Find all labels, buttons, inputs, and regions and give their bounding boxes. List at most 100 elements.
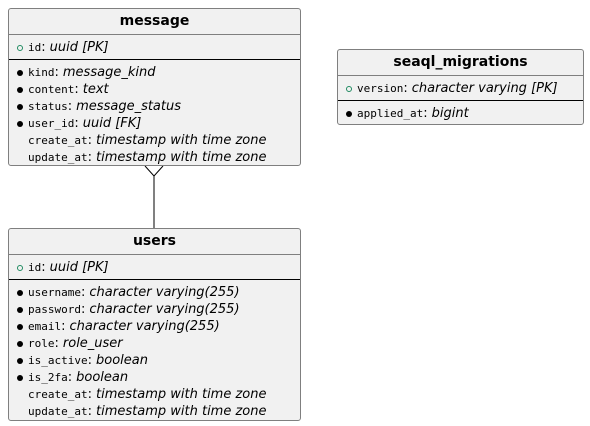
mandatory-field-marker-icon bbox=[15, 304, 26, 315]
entity-users[interactable]: users id:uuid [PK] username:character va… bbox=[8, 228, 301, 421]
crows-foot-many-marker bbox=[144, 165, 164, 177]
field-name: status bbox=[28, 100, 68, 113]
mandatory-field-marker-icon bbox=[15, 355, 26, 366]
field-type: uuid [FK] bbox=[82, 116, 142, 131]
field-separator: : bbox=[80, 302, 86, 317]
field-type: timestamp with time zone bbox=[96, 133, 267, 148]
field-separator: : bbox=[67, 99, 73, 114]
field-separator: : bbox=[423, 106, 428, 121]
mandatory-field-marker-icon bbox=[15, 84, 26, 95]
field-type: uuid [PK] bbox=[49, 260, 109, 275]
field-type: message_kind bbox=[62, 65, 156, 80]
field-separator: : bbox=[67, 370, 73, 385]
field-type: timestamp with time zone bbox=[96, 387, 267, 402]
field-type: uuid [PK] bbox=[49, 40, 109, 55]
field-type: timestamp with time zone bbox=[96, 150, 267, 165]
blank-marker bbox=[15, 389, 26, 400]
field-separator: : bbox=[87, 133, 92, 148]
field-type: message_status bbox=[76, 99, 182, 114]
mandatory-field-marker-icon bbox=[344, 108, 355, 119]
field-separator: : bbox=[74, 116, 79, 131]
field-name: password bbox=[28, 303, 81, 316]
pk-field-row: id:uuid [PK] bbox=[15, 259, 300, 276]
field-name: create_at bbox=[28, 388, 88, 401]
field-type: boolean bbox=[96, 353, 148, 368]
field-row: is_active: boolean bbox=[15, 352, 300, 369]
field-separator: : bbox=[41, 260, 46, 275]
primary-key-marker-icon bbox=[344, 83, 355, 94]
field-section: username:character varying(255)password:… bbox=[9, 280, 300, 420]
field-type: text bbox=[82, 82, 109, 97]
field-separator: : bbox=[54, 336, 59, 351]
pk-section: id:uuid [PK] bbox=[9, 35, 300, 60]
field-name: create_at bbox=[28, 134, 88, 147]
field-name: id bbox=[28, 261, 42, 274]
entity-title: users bbox=[9, 229, 300, 255]
field-row: username:character varying(255) bbox=[15, 284, 300, 301]
field-row: user_id:uuid [FK] bbox=[15, 115, 300, 132]
field-row: create_at: timestamp with time zone bbox=[15, 132, 300, 149]
field-separator: : bbox=[54, 65, 59, 80]
field-name: content bbox=[28, 83, 75, 96]
field-type: character varying(255) bbox=[69, 319, 220, 334]
field-name: version bbox=[357, 82, 404, 95]
pk-section: version:character varying [PK] bbox=[338, 76, 583, 101]
primary-key-marker-icon bbox=[15, 262, 26, 273]
field-separator: : bbox=[87, 150, 92, 165]
blank-marker bbox=[15, 406, 26, 417]
pk-section: id:uuid [PK] bbox=[9, 255, 300, 280]
field-separator: : bbox=[87, 387, 92, 402]
field-name: role bbox=[28, 337, 55, 350]
field-row: create_at: timestamp with time zone bbox=[15, 386, 300, 403]
mandatory-field-marker-icon bbox=[15, 118, 26, 129]
field-row: kind:message_kind bbox=[15, 64, 300, 81]
field-separator: : bbox=[403, 81, 408, 96]
field-separator: : bbox=[80, 285, 86, 300]
field-type: role_user bbox=[62, 336, 123, 351]
field-row: update_at: timestamp with time zone bbox=[15, 149, 300, 166]
field-type: character varying [PK] bbox=[411, 81, 558, 96]
field-row: is_2fa:boolean bbox=[15, 369, 300, 386]
pk-field-row: version:character varying [PK] bbox=[344, 80, 583, 97]
field-name: kind bbox=[28, 66, 55, 79]
field-row: password:character varying(255) bbox=[15, 301, 300, 318]
field-type: character varying(255) bbox=[89, 302, 240, 317]
field-name: update_at bbox=[28, 151, 88, 164]
mandatory-field-marker-icon bbox=[15, 321, 26, 332]
mandatory-field-marker-icon bbox=[15, 287, 26, 298]
field-separator: : bbox=[87, 404, 92, 419]
field-row: role:role_user bbox=[15, 335, 300, 352]
pk-field-row: id:uuid [PK] bbox=[15, 39, 300, 56]
field-separator: : bbox=[61, 319, 66, 334]
field-name: user_id bbox=[28, 117, 75, 130]
mandatory-field-marker-icon bbox=[15, 101, 26, 112]
field-row: email:character varying(255) bbox=[15, 318, 300, 335]
field-section: applied_at:bigint bbox=[338, 101, 583, 122]
entity-seaql-migrations[interactable]: seaql_migrations version:character varyi… bbox=[337, 49, 584, 125]
field-name: username bbox=[28, 286, 81, 299]
field-name: applied_at bbox=[357, 107, 424, 120]
field-name: update_at bbox=[28, 405, 88, 418]
field-type: timestamp with time zone bbox=[96, 404, 267, 419]
field-row: applied_at:bigint bbox=[344, 105, 583, 122]
field-separator: : bbox=[87, 353, 92, 368]
field-name: is_active bbox=[28, 354, 88, 367]
field-row: status:message_status bbox=[15, 98, 300, 115]
field-name: is_2fa bbox=[28, 371, 68, 384]
field-type: character varying(255) bbox=[89, 285, 240, 300]
mandatory-field-marker-icon bbox=[15, 67, 26, 78]
field-name: id bbox=[28, 41, 42, 54]
mandatory-field-marker-icon bbox=[15, 338, 26, 349]
blank-marker bbox=[15, 152, 26, 163]
field-type: boolean bbox=[76, 370, 129, 385]
field-row: content:text bbox=[15, 81, 300, 98]
field-type: bigint bbox=[431, 106, 469, 121]
field-separator: : bbox=[41, 40, 46, 55]
field-separator: : bbox=[74, 82, 79, 97]
entity-title: message bbox=[9, 9, 300, 35]
primary-key-marker-icon bbox=[15, 42, 26, 53]
mandatory-field-marker-icon bbox=[15, 372, 26, 383]
